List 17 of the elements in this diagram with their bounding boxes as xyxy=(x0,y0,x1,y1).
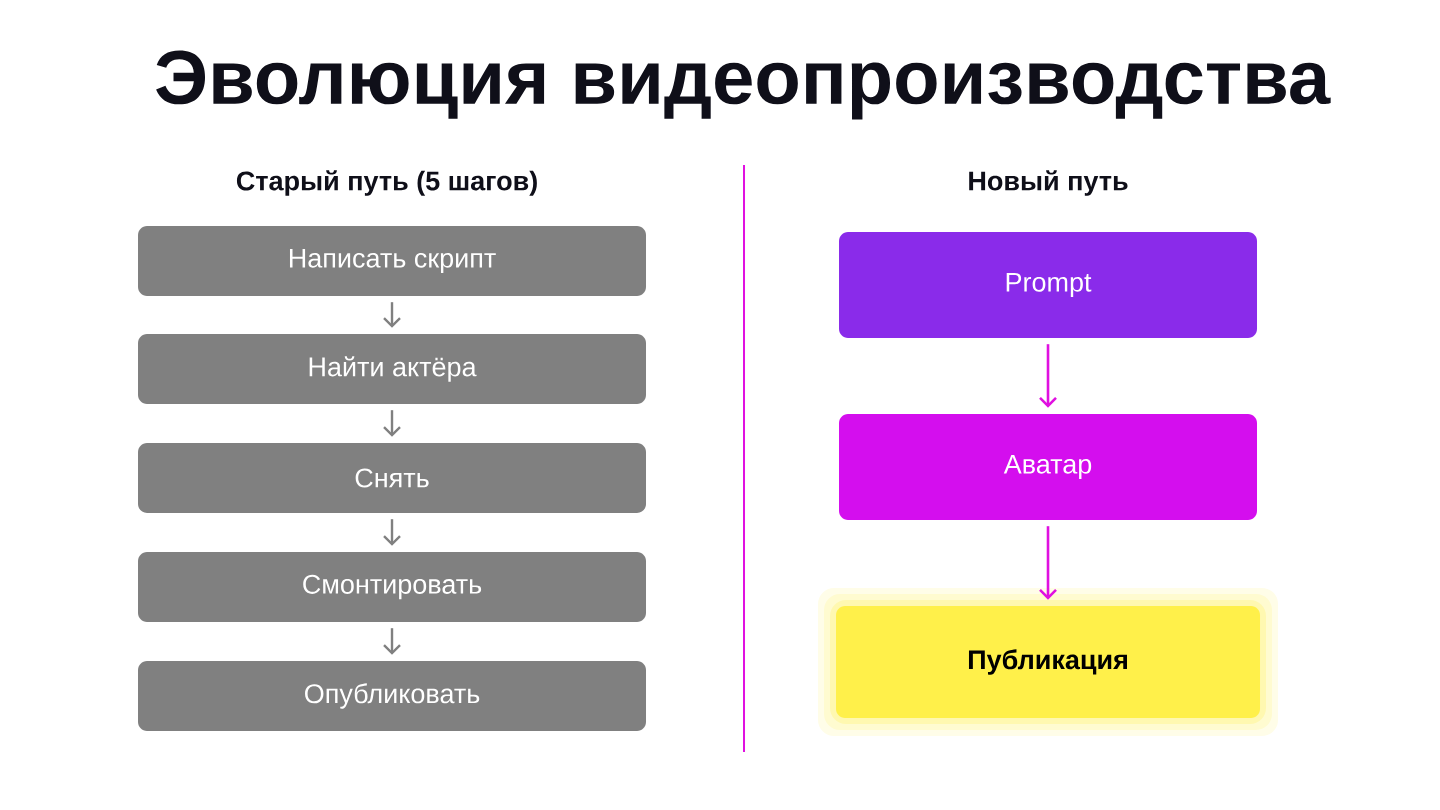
column-heading: Новый путь xyxy=(969,170,1128,196)
arrow xyxy=(1039,526,1057,600)
arrow xyxy=(1039,344,1057,408)
title: Эволюция видеопроизводства xyxy=(156,50,1331,120)
step-box: Написать скрипт xyxy=(138,226,646,296)
step-box: Снять xyxy=(138,443,646,513)
arrow xyxy=(383,628,401,655)
column-heading: Старый путь (5 шагов) xyxy=(236,170,537,196)
arrow xyxy=(383,519,401,546)
arrow xyxy=(383,302,401,328)
step-box: Найти актёра xyxy=(138,334,646,404)
step-box: Prompt xyxy=(839,232,1257,338)
step-box: Публикация xyxy=(836,606,1260,718)
step-box: Смонтировать xyxy=(138,552,646,622)
step-box: Аватар xyxy=(839,414,1257,520)
arrow xyxy=(383,410,401,437)
step-box: Опубликовать xyxy=(138,661,646,731)
